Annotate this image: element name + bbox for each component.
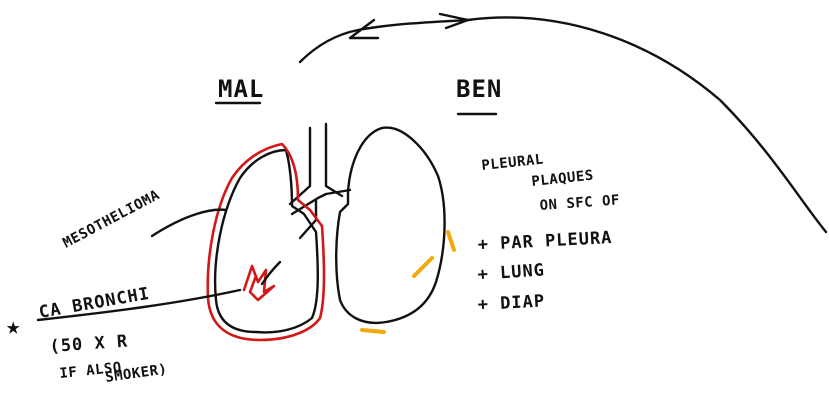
plaque-mark-diaphragm <box>360 328 386 334</box>
bronchial-tumour <box>242 264 276 302</box>
tumour-leader <box>260 260 282 286</box>
label-pleural: PLEURAL <box>481 152 545 174</box>
ca-bronchi-pointer <box>36 288 242 322</box>
left-lung-outline <box>213 148 319 334</box>
label-ca-line2: (50 X R <box>49 332 129 357</box>
label-mesothelioma: MESOTHELIOMA <box>60 187 162 251</box>
label-ca-line3: IF ALSO <box>59 360 123 382</box>
label-ca-bronchi: CA BRONCHI <box>37 284 151 323</box>
label-lung: + LUNG <box>477 260 546 285</box>
double-arrow <box>298 12 470 64</box>
right-sweep-curve <box>466 16 828 234</box>
star-icon: ★ <box>6 312 21 340</box>
heading-malignant: MAL <box>218 75 264 103</box>
trachea <box>288 122 352 240</box>
right-lung-outline <box>335 126 446 325</box>
plaque-mark-middle <box>412 256 434 278</box>
label-diap: + DIAP <box>477 291 545 315</box>
heading-benign: BEN <box>456 75 502 103</box>
label-par-pleura: + PAR PLEURA <box>477 228 613 255</box>
label-on-sfc-of: ON SFC OF <box>539 192 620 214</box>
mesothelioma-pointer <box>150 208 228 238</box>
plaque-mark-upper <box>446 230 456 252</box>
label-plaques: PLAQUES <box>531 168 595 190</box>
mesothelioma-pleural-outline <box>206 142 326 342</box>
